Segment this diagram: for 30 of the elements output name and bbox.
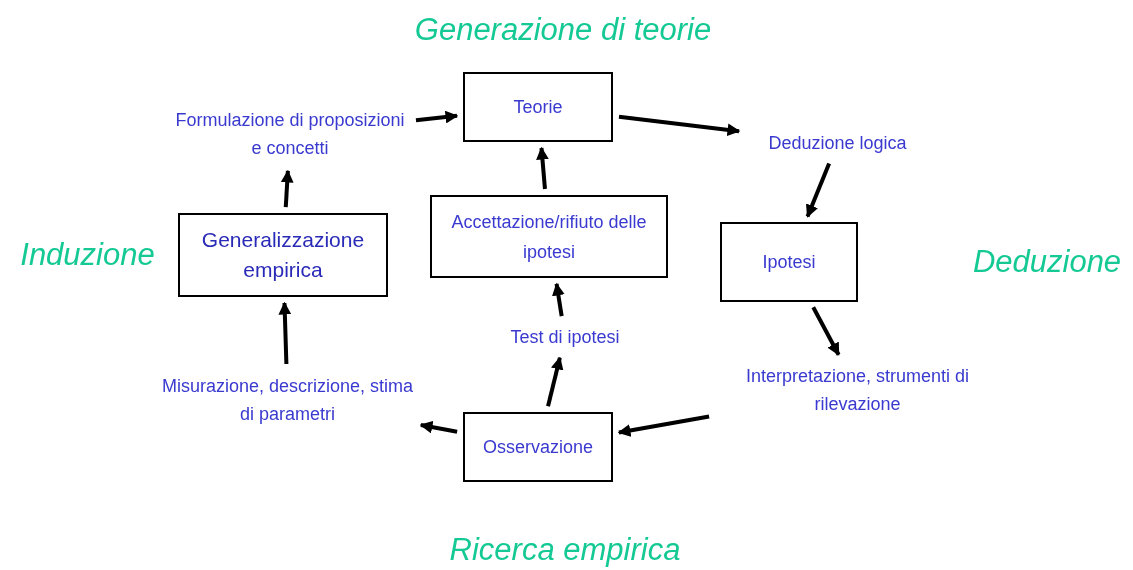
box-text: Ipotesi — [762, 251, 816, 274]
arrow — [415, 110, 459, 124]
process-box — [178, 213, 388, 297]
step-text: Test di ipotesi — [485, 322, 645, 352]
box-text: Osservazione — [482, 436, 594, 459]
step-text: Deduzione logica — [745, 128, 930, 158]
arrow — [536, 146, 549, 190]
process-box — [430, 195, 668, 278]
process-box — [463, 412, 613, 482]
arrow — [618, 114, 741, 137]
phase-label: Ricerca empirica — [448, 531, 682, 569]
arrow — [617, 414, 710, 437]
arrow — [278, 301, 292, 365]
process-box — [463, 72, 613, 142]
box-text: Generalizzazione empirica — [200, 227, 366, 283]
arrow — [419, 420, 458, 434]
arrow — [552, 282, 565, 317]
step-text: Misurazione, descrizione, stima di parametri — [160, 370, 415, 430]
arrow — [546, 356, 564, 407]
box-text: Teorie — [513, 96, 563, 119]
phase-label: Induzione — [19, 236, 156, 274]
phase-label: Generazione di teorie — [413, 11, 713, 49]
arrow — [805, 162, 831, 218]
step-text: Formulazione di proposizioni e concetti — [170, 103, 410, 165]
arrow — [811, 306, 841, 356]
step-text: Interpretazione, strumenti di rilevazione — [715, 360, 1000, 420]
process-box — [720, 222, 858, 302]
phase-label: Deduzione — [971, 243, 1123, 281]
box-text: Accettazione/rifiuto delle ipotesi — [450, 210, 648, 264]
arrow — [280, 169, 294, 208]
